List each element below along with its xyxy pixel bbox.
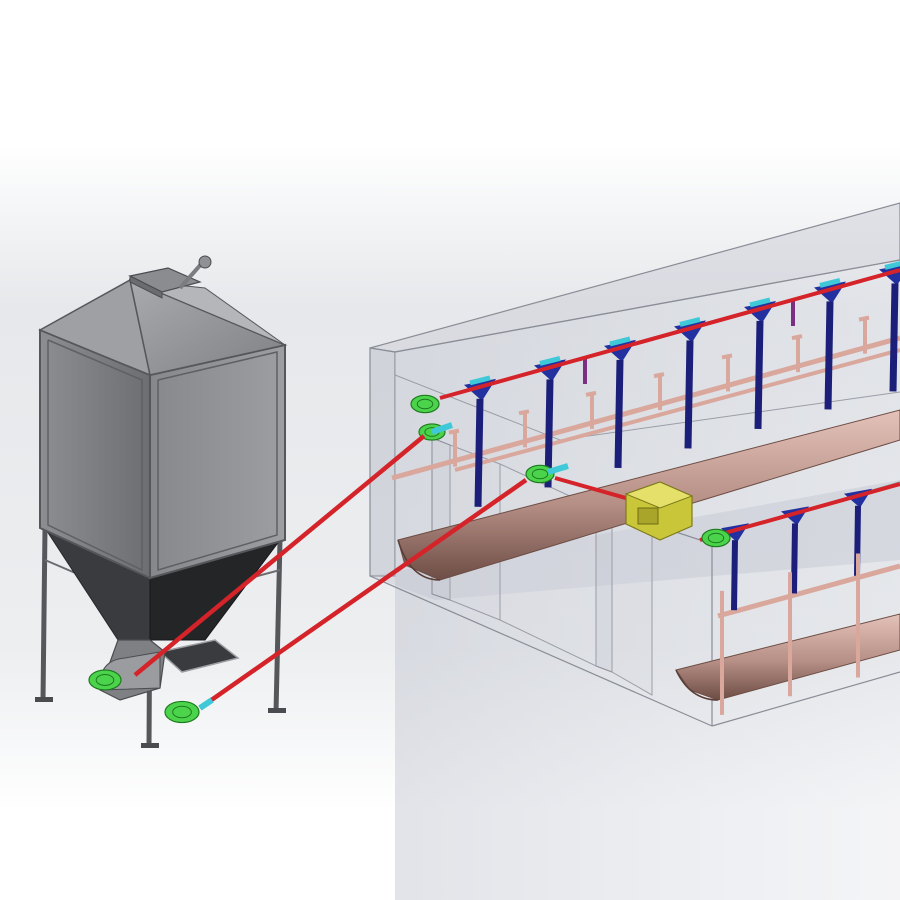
drop-tube	[754, 320, 764, 430]
pipe-coupling	[469, 375, 491, 386]
drinker-nipple	[518, 409, 530, 416]
silo-vent-pipe	[178, 260, 205, 290]
drinker-nipple	[791, 334, 803, 341]
silo-feeder-tray	[158, 639, 240, 673]
drop-tube	[684, 340, 694, 449]
drop-tube	[824, 301, 834, 410]
house-front-low	[370, 480, 900, 600]
pipe-coupling	[884, 261, 900, 270]
house-panel-5	[611, 511, 653, 696]
drinker-nipple	[585, 390, 597, 397]
house-edge-base2	[711, 671, 900, 727]
pipe-coupling	[749, 297, 771, 308]
drive-unit-top	[624, 481, 694, 509]
pipe-coupling	[547, 463, 569, 475]
silo-frame-right	[157, 351, 278, 572]
row1-feed-line	[439, 268, 900, 400]
corner-wheel-hub	[95, 674, 115, 686]
silo-corner-wheels	[88, 669, 200, 724]
drive-unit-face	[637, 507, 659, 525]
feed-lines	[133, 434, 528, 711]
silo-leg-1	[40, 527, 48, 701]
corner-wheel-icon	[88, 669, 122, 691]
silo-frame-left	[47, 339, 143, 572]
corner-wheel-icon	[164, 700, 200, 724]
row2-trough-lip	[675, 669, 719, 701]
pipe-coupling	[539, 355, 561, 366]
drinker-nipple	[721, 353, 733, 360]
drinker-nipple	[858, 315, 870, 322]
house-front-face	[395, 260, 900, 900]
house-corner-wheels	[410, 394, 731, 548]
feed-line-upper	[133, 434, 426, 677]
drop-tube	[474, 398, 484, 507]
feed-line-lower	[198, 478, 528, 710]
drop-tube	[791, 523, 798, 594]
corner-wheel-hub	[172, 705, 192, 719]
drop-tube	[731, 540, 738, 611]
house-edge-top	[394, 259, 900, 353]
pipe-coupling	[431, 422, 453, 435]
corner-wheel-icon	[525, 464, 555, 484]
silo-lid-side	[129, 275, 163, 299]
drinker-nipple	[448, 428, 460, 435]
corner-wheel-hub	[416, 398, 434, 410]
corner-wheel-hub	[707, 532, 725, 544]
row2-equipment	[675, 482, 900, 715]
corner-wheel-hub	[531, 468, 549, 480]
row2-drinker-pipe	[717, 563, 900, 619]
silo-foot-2	[141, 743, 159, 748]
feed-line-lower-coupling	[198, 697, 214, 711]
silo-foot-1	[35, 697, 53, 702]
corner-wheel-icon	[701, 528, 731, 548]
corner-wheel-icon	[410, 394, 440, 414]
drive-unit	[624, 481, 694, 541]
house-panel-3	[595, 507, 613, 673]
drinker-nipple	[653, 372, 665, 379]
silo-foot-3	[268, 708, 286, 713]
row2-feed-line	[699, 482, 900, 542]
house-edge-base	[369, 575, 713, 727]
pipe-coupling	[679, 317, 701, 327]
pipe-coupling	[609, 336, 631, 347]
row1-trough-lip	[397, 539, 441, 581]
silo-vent-cap	[198, 255, 212, 269]
drop-tube	[889, 283, 899, 392]
drop-tube	[614, 359, 624, 468]
silo-leg-3	[273, 539, 283, 713]
silo-body-right	[149, 343, 286, 580]
pipe-coupling	[819, 278, 841, 288]
